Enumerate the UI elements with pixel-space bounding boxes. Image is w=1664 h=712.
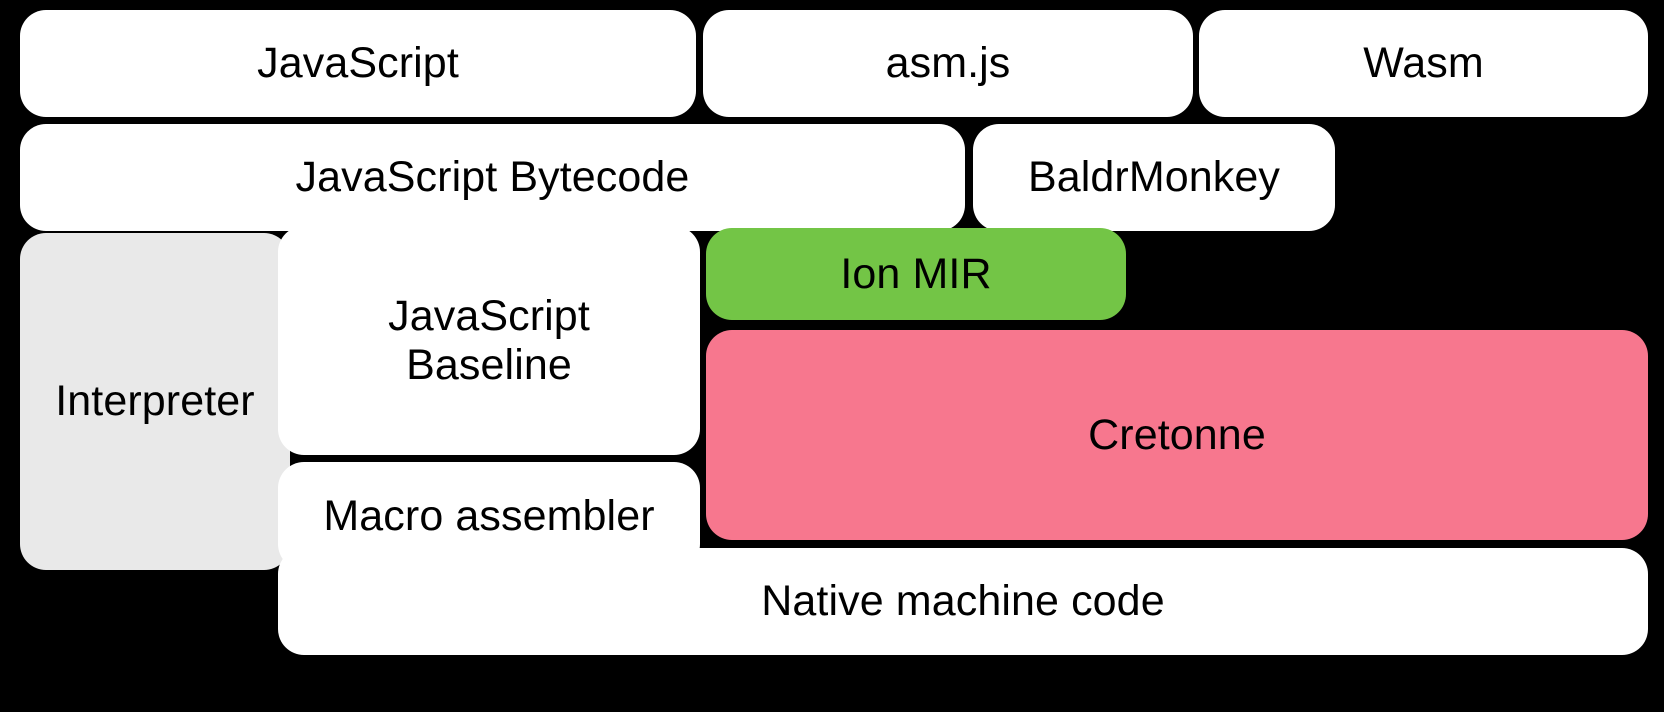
box-baldrmonkey: BaldrMonkey bbox=[973, 124, 1335, 231]
box-cretonne: Cretonne bbox=[706, 330, 1648, 540]
box-interpreter: Interpreter bbox=[20, 233, 290, 570]
box-ion-mir: Ion MIR bbox=[706, 228, 1126, 320]
box-javascript-bytecode: JavaScript Bytecode bbox=[20, 124, 965, 231]
box-wasm: Wasm bbox=[1199, 10, 1648, 117]
box-asm-js: asm.js bbox=[703, 10, 1193, 117]
box-javascript: JavaScript bbox=[20, 10, 696, 117]
box-javascript-baseline: JavaScript Baseline bbox=[278, 226, 700, 455]
box-native-machine-code: Native machine code bbox=[278, 548, 1648, 655]
